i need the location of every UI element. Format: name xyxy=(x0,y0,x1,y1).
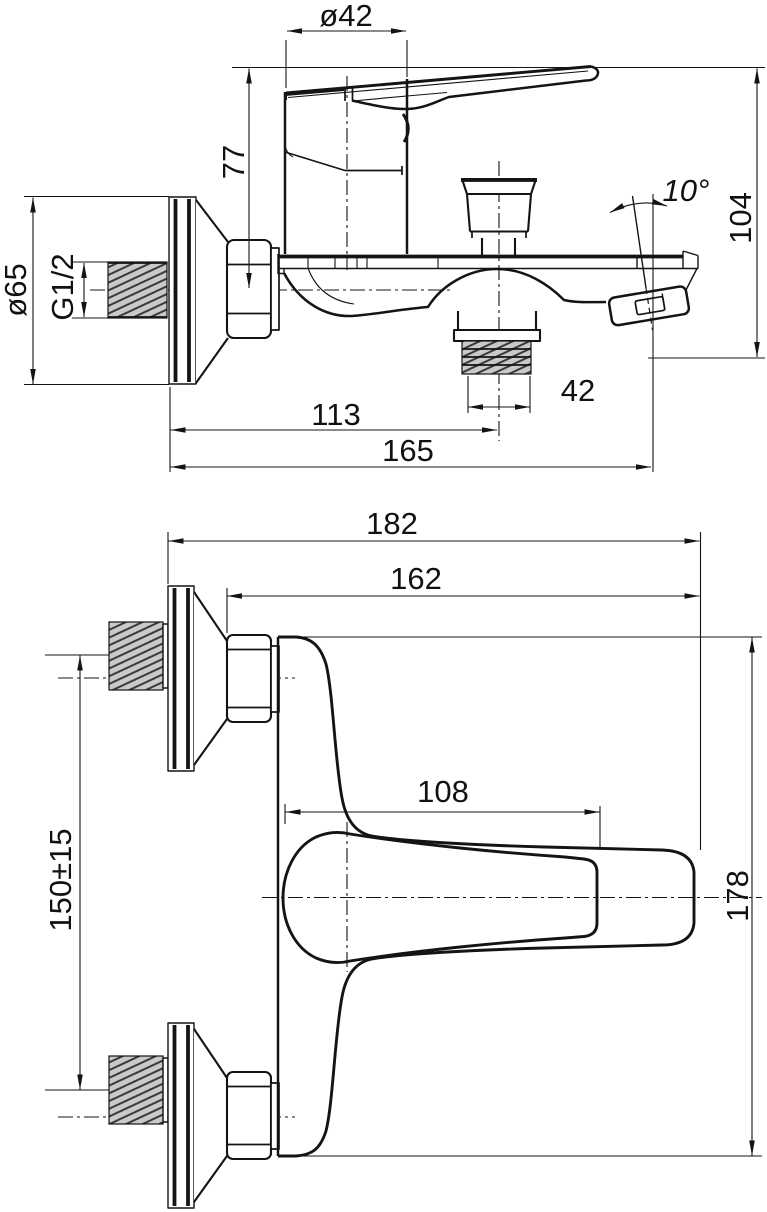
mixer-body-plan xyxy=(276,635,762,1158)
plan-view-dimensions: 182 162 108 150±15 178 xyxy=(43,506,755,1156)
dim-body-width: 178 xyxy=(720,870,755,922)
connector-nut-side xyxy=(225,238,280,340)
dim-handle-length: 108 xyxy=(417,774,469,809)
inlet-connector-bottom xyxy=(108,1022,280,1209)
angle-reference xyxy=(609,194,668,472)
dim-outlet-thread: 42 xyxy=(561,373,595,408)
dim-flange-diameter: ø65 xyxy=(0,263,33,316)
lever-handle-side xyxy=(284,65,600,111)
dim-inlet-spacing: 150±15 xyxy=(43,828,78,931)
plan-view: 182 162 108 150±15 178 xyxy=(43,506,762,1209)
dim-thread-size: G1/2 xyxy=(45,253,80,320)
dim-spout-angle: 10° xyxy=(663,173,710,208)
dim-cartridge-diameter: ø42 xyxy=(319,0,372,33)
lever-handle-plan xyxy=(281,831,599,964)
dim-wall-to-spout: 165 xyxy=(382,433,434,468)
spout-underside xyxy=(282,267,607,318)
plan-view-centerlines xyxy=(45,654,762,1118)
dim-spout-drop: 104 xyxy=(723,192,758,244)
diverter-knob xyxy=(460,177,538,255)
dim-depth-from-nut: 162 xyxy=(390,561,442,596)
inlet-thread-side xyxy=(107,261,168,319)
dim-total-depth: 182 xyxy=(366,506,418,541)
shower-outlet xyxy=(452,311,542,375)
dim-wall-to-outlet: 113 xyxy=(311,397,360,432)
inlet-connector-top xyxy=(108,585,280,772)
side-view: ø42 77 104 10° ø65 G1/2 42 113 xyxy=(0,0,765,472)
wall-flange-side xyxy=(168,196,229,385)
dim-handle-height: 77 xyxy=(216,145,251,179)
aerator-tip xyxy=(607,285,691,327)
side-view-dimensions: ø42 77 104 10° ø65 G1/2 42 113 xyxy=(0,0,765,472)
